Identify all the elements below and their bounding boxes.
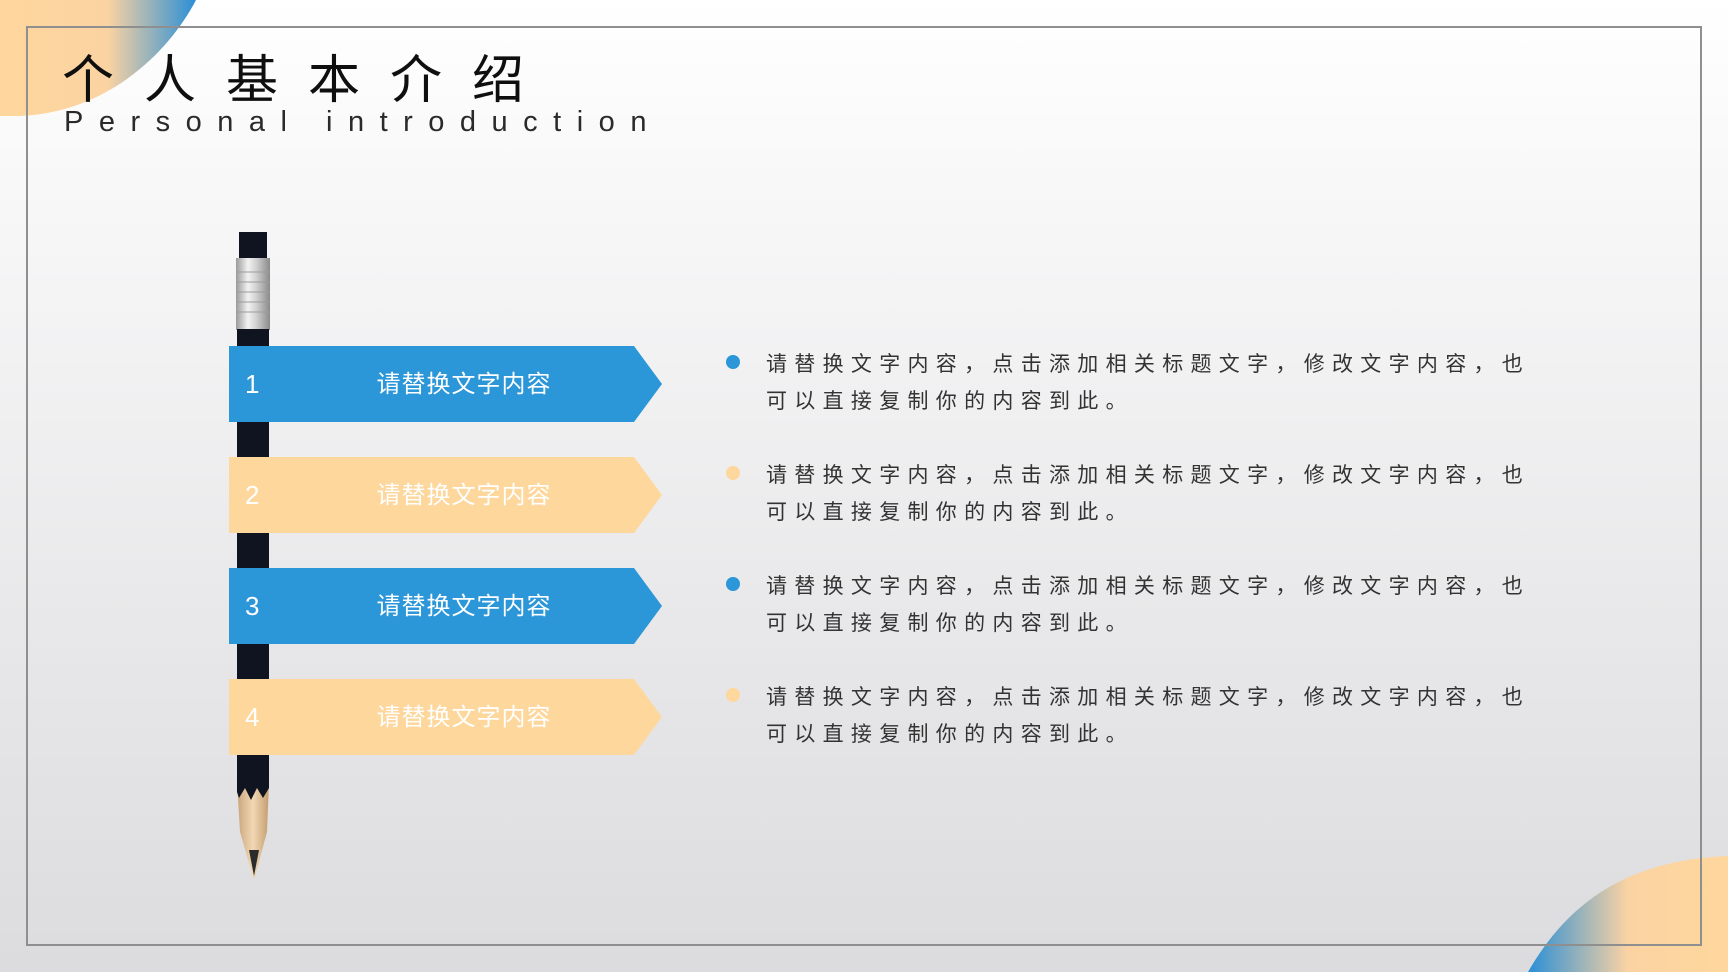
description-text: 请替换文字内容，点击添加相关标题文字，修改文字内容，也 可以直接复制你的内容到此… (766, 457, 1616, 531)
description-text: 请替换文字内容，点击添加相关标题文字，修改文字内容，也 可以直接复制你的内容到此… (766, 346, 1616, 420)
banner-number: 3 (245, 591, 260, 621)
banner-item-1: 1 请替换文字内容 (229, 346, 662, 422)
slide-frame (26, 26, 1702, 946)
page-title: 个人基本介绍 (62, 51, 555, 111)
description-text: 请替换文字内容，点击添加相关标题文字，修改文字内容，也 可以直接复制你的内容到此… (766, 568, 1616, 642)
description-line: 可以直接复制你的内容到此。 (766, 389, 1134, 413)
banner-item-2: 2 请替换文字内容 (229, 457, 662, 533)
banner-shape (229, 679, 662, 755)
banner-fill (229, 679, 662, 755)
bullet-dot-icon (726, 466, 740, 480)
banner-shape (229, 457, 662, 533)
banner-label: 请替换文字内容 (376, 481, 552, 509)
description-text: 请替换文字内容，点击添加相关标题文字，修改文字内容，也 可以直接复制你的内容到此… (766, 679, 1616, 753)
description-line: 请替换文字内容，点击添加相关标题文字，修改文字内容，也 (766, 352, 1531, 376)
banner-item-3: 3 请替换文字内容 (229, 568, 662, 644)
corner-decoration-top-left (0, 0, 196, 116)
description-line: 请替换文字内容，点击添加相关标题文字，修改文字内容，也 (766, 574, 1531, 598)
banner-item-4: 4 请替换文字内容 (229, 679, 662, 755)
banner-label: 请替换文字内容 (376, 703, 552, 731)
pencil-illustration (236, 232, 270, 878)
banner-number: 4 (245, 702, 260, 732)
bullet-dot-icon (726, 688, 740, 702)
banner-shape (229, 568, 662, 644)
description-line: 可以直接复制你的内容到此。 (766, 722, 1134, 746)
banner-number: 2 (245, 480, 260, 510)
bullet-dot-icon (726, 355, 740, 369)
banner-label: 请替换文字内容 (376, 592, 552, 620)
page-subtitle: Personal introduction (64, 106, 662, 138)
description-line: 可以直接复制你的内容到此。 (766, 500, 1134, 524)
bullet-dot-icon (726, 577, 740, 591)
banner-label: 请替换文字内容 (376, 370, 552, 398)
corner-decoration-bottom-right (1528, 856, 1728, 972)
banner-shape (229, 346, 662, 422)
banner-fill (229, 457, 662, 533)
banner-number: 1 (245, 369, 260, 399)
description-line: 请替换文字内容，点击添加相关标题文字，修改文字内容，也 (766, 685, 1531, 709)
description-line: 请替换文字内容，点击添加相关标题文字，修改文字内容，也 (766, 463, 1531, 487)
banner-fill (229, 568, 662, 644)
description-line: 可以直接复制你的内容到此。 (766, 611, 1134, 635)
banner-fill (229, 346, 662, 422)
